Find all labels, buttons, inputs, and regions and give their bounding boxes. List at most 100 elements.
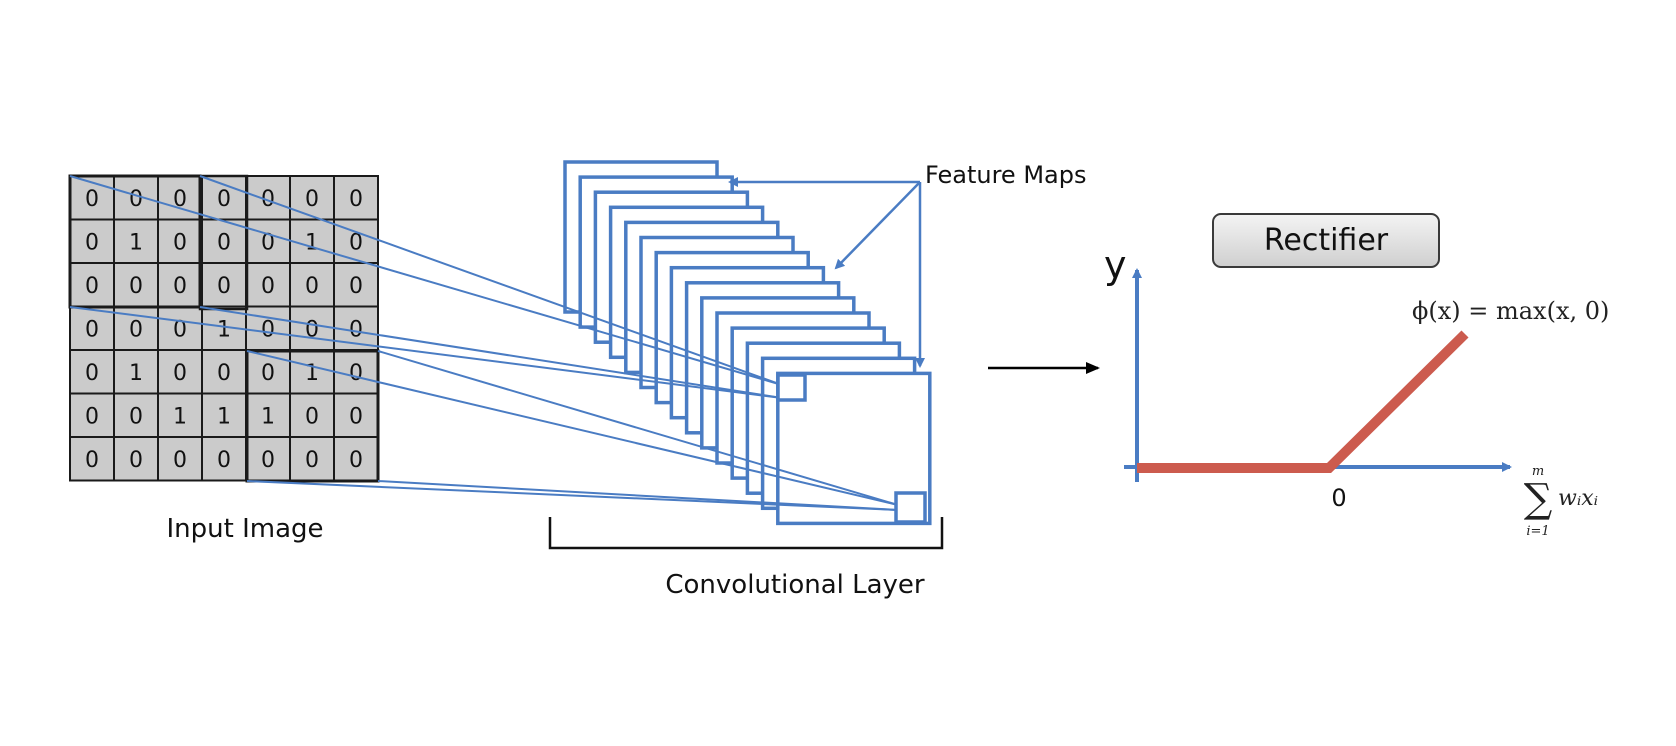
grid-cell-value: 0 [85, 230, 99, 255]
grid-cell-value: 0 [349, 361, 363, 386]
grid-cell-value: 0 [85, 187, 99, 212]
grid-cell-value: 0 [85, 274, 99, 299]
grid-cell-value: 0 [305, 448, 319, 473]
projection-lines [69, 175, 899, 511]
projection-line [69, 175, 783, 386]
grid-cell-value: 0 [349, 317, 363, 342]
grid-cell-value: 0 [129, 448, 143, 473]
grid-cell-value: 0 [217, 187, 231, 212]
grid-cell-value: 0 [173, 230, 187, 255]
grid-cell [245, 392, 291, 438]
grid-cell-value: 1 [305, 230, 319, 255]
grid-cell [333, 436, 379, 482]
grid-cell [333, 349, 379, 395]
grid-cell-value: 0 [261, 448, 275, 473]
sum-term: wᵢxᵢ [1558, 486, 1598, 511]
grid-cell-value: 0 [129, 404, 143, 429]
grid-cell-value: 0 [261, 274, 275, 299]
convolutional-layer-label: Convolutional Layer [665, 570, 925, 600]
grid-cell-value: 1 [217, 404, 231, 429]
grid-cell [333, 392, 379, 438]
grid-cell-value: 0 [261, 361, 275, 386]
grid-cell [157, 262, 203, 308]
grid-cell-value: 0 [173, 448, 187, 473]
grid-cell-value: 0 [85, 361, 99, 386]
grid-cell [245, 175, 291, 221]
grid-cell [69, 349, 115, 395]
grid-cell-value: 1 [129, 361, 143, 386]
feature-map-stack [563, 160, 932, 526]
grid-cell-value: 0 [85, 448, 99, 473]
convolutional-layer-bracket [548, 517, 944, 550]
grid-cell [113, 436, 159, 482]
grid-cell-value: 0 [349, 404, 363, 429]
sum-lower-limit: i=1 [1526, 524, 1549, 539]
feature-output-cell-bottom [894, 491, 927, 524]
grid-cell-value: 0 [261, 317, 275, 342]
grid-cell-value: 1 [261, 404, 275, 429]
grid-cell-value: 0 [217, 361, 231, 386]
grid-cell-value: 0 [129, 317, 143, 342]
grid-cell-value: 1 [217, 317, 231, 342]
grid-cell-value: 0 [261, 230, 275, 255]
projection-line [377, 350, 899, 506]
grid-cell-value: 0 [349, 448, 363, 473]
feature-maps-pointer-arrows [728, 177, 925, 368]
grid-cell [333, 175, 379, 221]
grid-cell-value: 0 [305, 274, 319, 299]
grid-cell [245, 305, 291, 351]
grid-cell [201, 262, 247, 308]
projection-line [199, 306, 783, 399]
grid-cell-value: 0 [85, 404, 99, 429]
rectifier-button-label: Rectifier [1264, 223, 1389, 258]
grid-cell-value: 0 [173, 317, 187, 342]
origin-label: 0 [1331, 484, 1346, 512]
kernel-window-bottom-right [245, 349, 380, 483]
grid-cell-value: 0 [85, 317, 99, 342]
grid-cell [201, 392, 247, 438]
grid-cell-value: 0 [349, 230, 363, 255]
grid-cell [157, 436, 203, 482]
grid-cell-value: 0 [261, 187, 275, 212]
projection-line [246, 480, 899, 511]
grid-cell [245, 436, 291, 482]
grid-cell-value: 0 [305, 187, 319, 212]
y-axis-label: y [1104, 243, 1127, 287]
projection-line [69, 306, 783, 399]
arrow-icon [834, 181, 921, 270]
feature-output-cell-top [776, 373, 807, 402]
grid-cell-value: 0 [217, 230, 231, 255]
grid-cell-value: 0 [173, 274, 187, 299]
grid-cell [69, 436, 115, 482]
grid-cell [333, 262, 379, 308]
rectifier-button: Rectifier [1212, 213, 1440, 268]
grid-cell-value: 0 [129, 274, 143, 299]
grid-cell [113, 392, 159, 438]
grid-cell [289, 436, 335, 482]
grid-cell [289, 262, 335, 308]
projection-line [377, 480, 899, 511]
projection-line [199, 175, 783, 386]
grid-cell-value: 0 [129, 187, 143, 212]
grid-cell-value: 0 [217, 274, 231, 299]
kernel-window-middle [198, 174, 249, 311]
grid-cell-value: 0 [349, 187, 363, 212]
projection-line [246, 350, 899, 506]
grid-cell-value: 0 [173, 187, 187, 212]
relu-curve [1137, 330, 1469, 473]
grid-cell-value: 0 [305, 404, 319, 429]
grid-cell-value: 0 [173, 361, 187, 386]
sum-upper-limit: m [1532, 464, 1544, 479]
grid-cell [157, 392, 203, 438]
relu-graph: y 0 ϕ(x) = max(x, 0) m ∑ i=1 wᵢxᵢ [1104, 243, 1609, 539]
grid-cell-value: 0 [217, 448, 231, 473]
relu-formula: ϕ(x) = max(x, 0) [1412, 297, 1609, 325]
grid-cell [289, 305, 335, 351]
grid-cell [289, 218, 335, 264]
grid-cell-value: 1 [173, 404, 187, 429]
sum-symbol: ∑ [1524, 476, 1553, 522]
feature-maps-label: Feature Maps [925, 161, 1086, 189]
grid-cell-value: 0 [349, 274, 363, 299]
